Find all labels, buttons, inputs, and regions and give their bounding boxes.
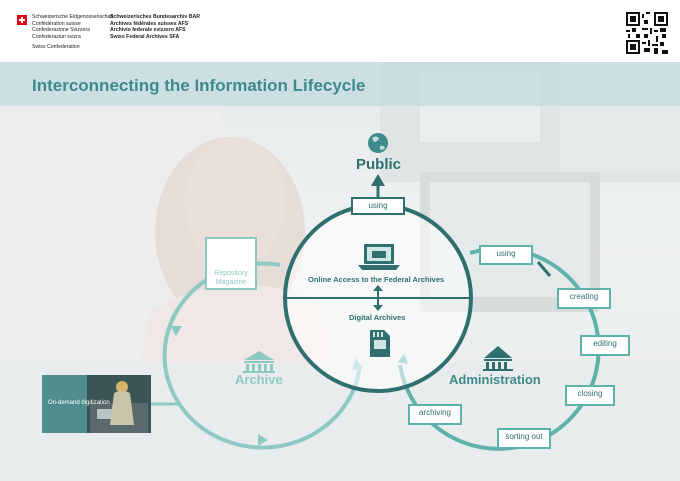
archive-label: Archive [235, 372, 283, 387]
administration-building-icon [483, 346, 513, 371]
repository-box[interactable]: Repository Magazine [205, 237, 257, 290]
page-title: Interconnecting the Information Lifecycl… [32, 76, 366, 95]
closing-box[interactable]: closing [565, 385, 615, 406]
on-demand-thumbnail[interactable]: On-demand digitization [42, 375, 151, 433]
digital-archives-label: Digital Archives [349, 313, 406, 322]
online-access-label: Online Access to the Federal Archives [308, 275, 445, 284]
on-demand-label: On-demand digitization [48, 400, 110, 406]
globe-icon [368, 133, 388, 153]
archiving-box[interactable]: archiving [408, 404, 462, 425]
title-band [0, 62, 680, 106]
confederation-en: Swiss Confederation [32, 44, 80, 50]
creating-box[interactable]: creating [557, 288, 611, 309]
sd-card-icon [370, 330, 390, 357]
using-right-box[interactable]: using [479, 245, 533, 265]
confederation-names: Schweizerische Eidgenossenschaft Confédé… [32, 14, 114, 40]
laptop-icon [358, 244, 400, 270]
header: Schweizerische Eidgenossenschaft Confédé… [0, 0, 680, 62]
using-top-box[interactable]: using [351, 197, 405, 215]
public-label: Public [356, 156, 402, 173]
qr-code-icon[interactable] [626, 12, 668, 54]
archives-names: Schweizerisches Bundesarchiv BAR Archive… [110, 14, 200, 40]
archive-building-icon [243, 351, 275, 373]
digitization-photo [42, 375, 151, 433]
repository-label: Repository Magazine [214, 270, 248, 286]
archive-arrow-left [170, 326, 182, 336]
sorting-out-box[interactable]: sorting out [497, 428, 551, 449]
swiss-flag-icon [17, 15, 27, 25]
administration-label: Administration [449, 372, 541, 387]
editing-box[interactable]: editing [580, 335, 630, 356]
archive-arrow-bottom [258, 434, 268, 446]
